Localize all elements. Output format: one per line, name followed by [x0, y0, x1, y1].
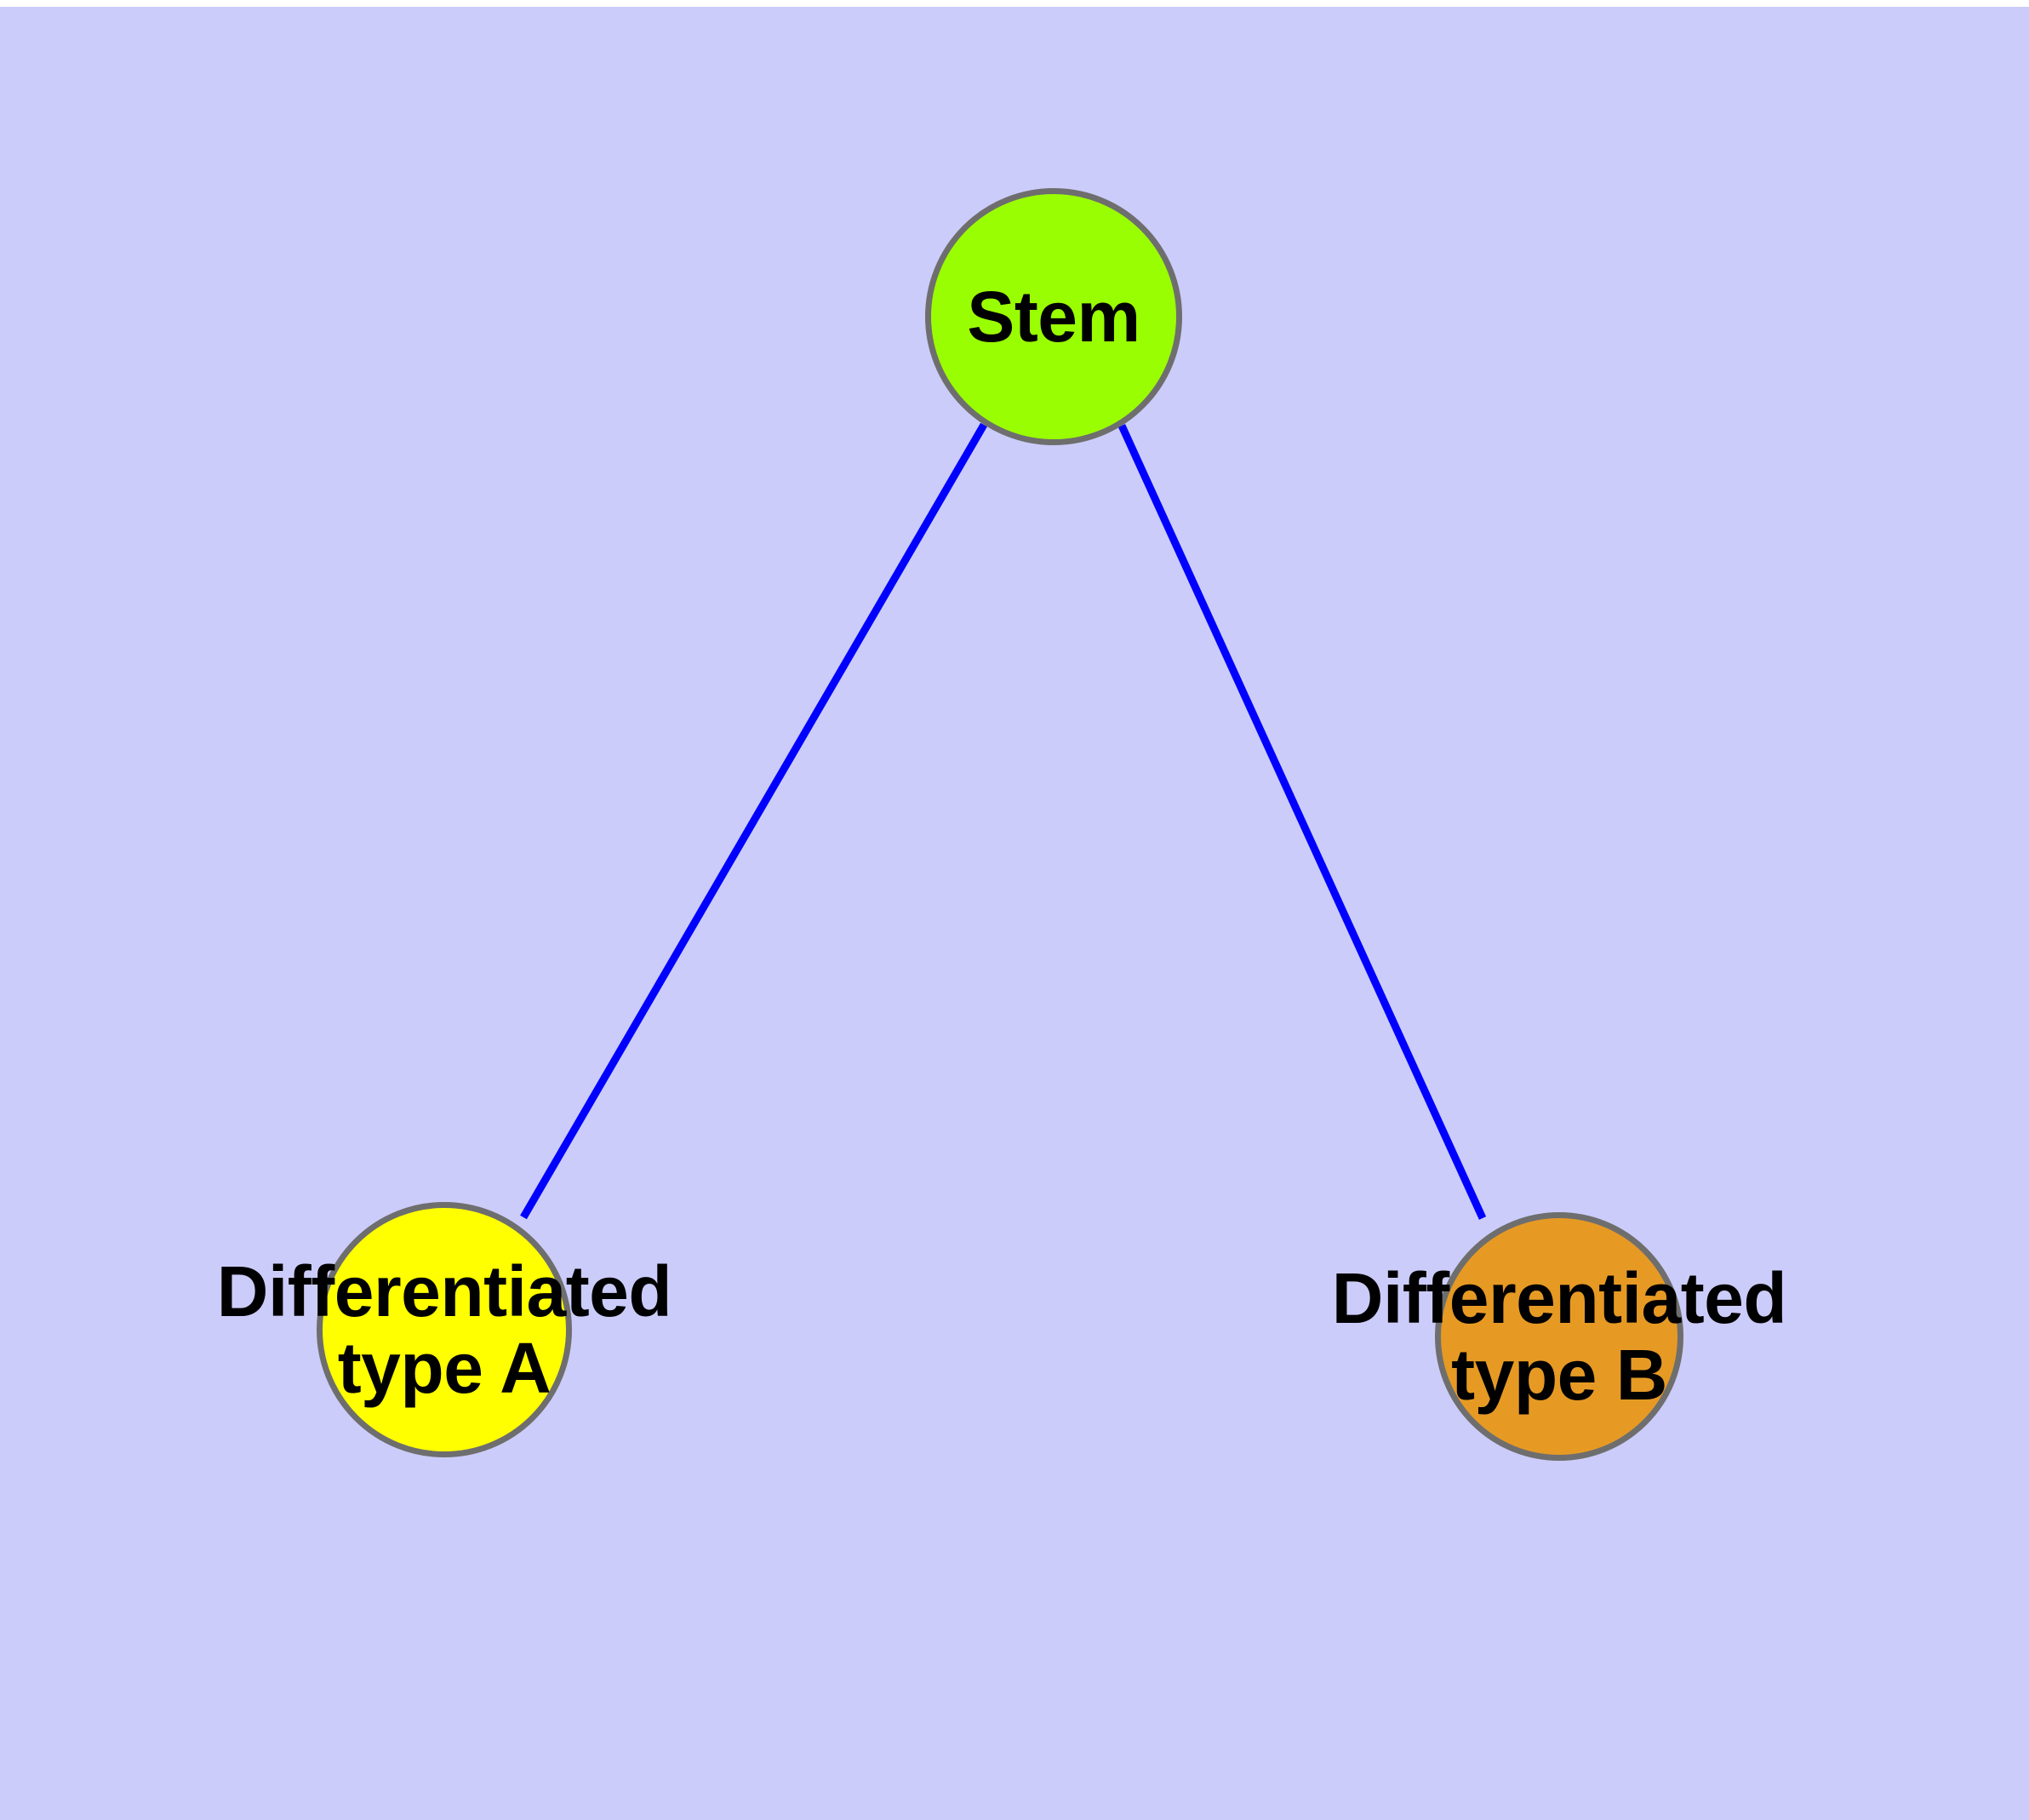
- edge-stem-to-differentiated-type-b: [1117, 424, 1487, 1220]
- node-differentiated-type-a[interactable]: [317, 1202, 572, 1457]
- node-stem[interactable]: [925, 188, 1182, 445]
- top-white-strip: [0, 0, 2029, 7]
- node-differentiated-type-b[interactable]: [1435, 1212, 1683, 1461]
- edge-stem-to-differentiated-type-a: [520, 422, 987, 1220]
